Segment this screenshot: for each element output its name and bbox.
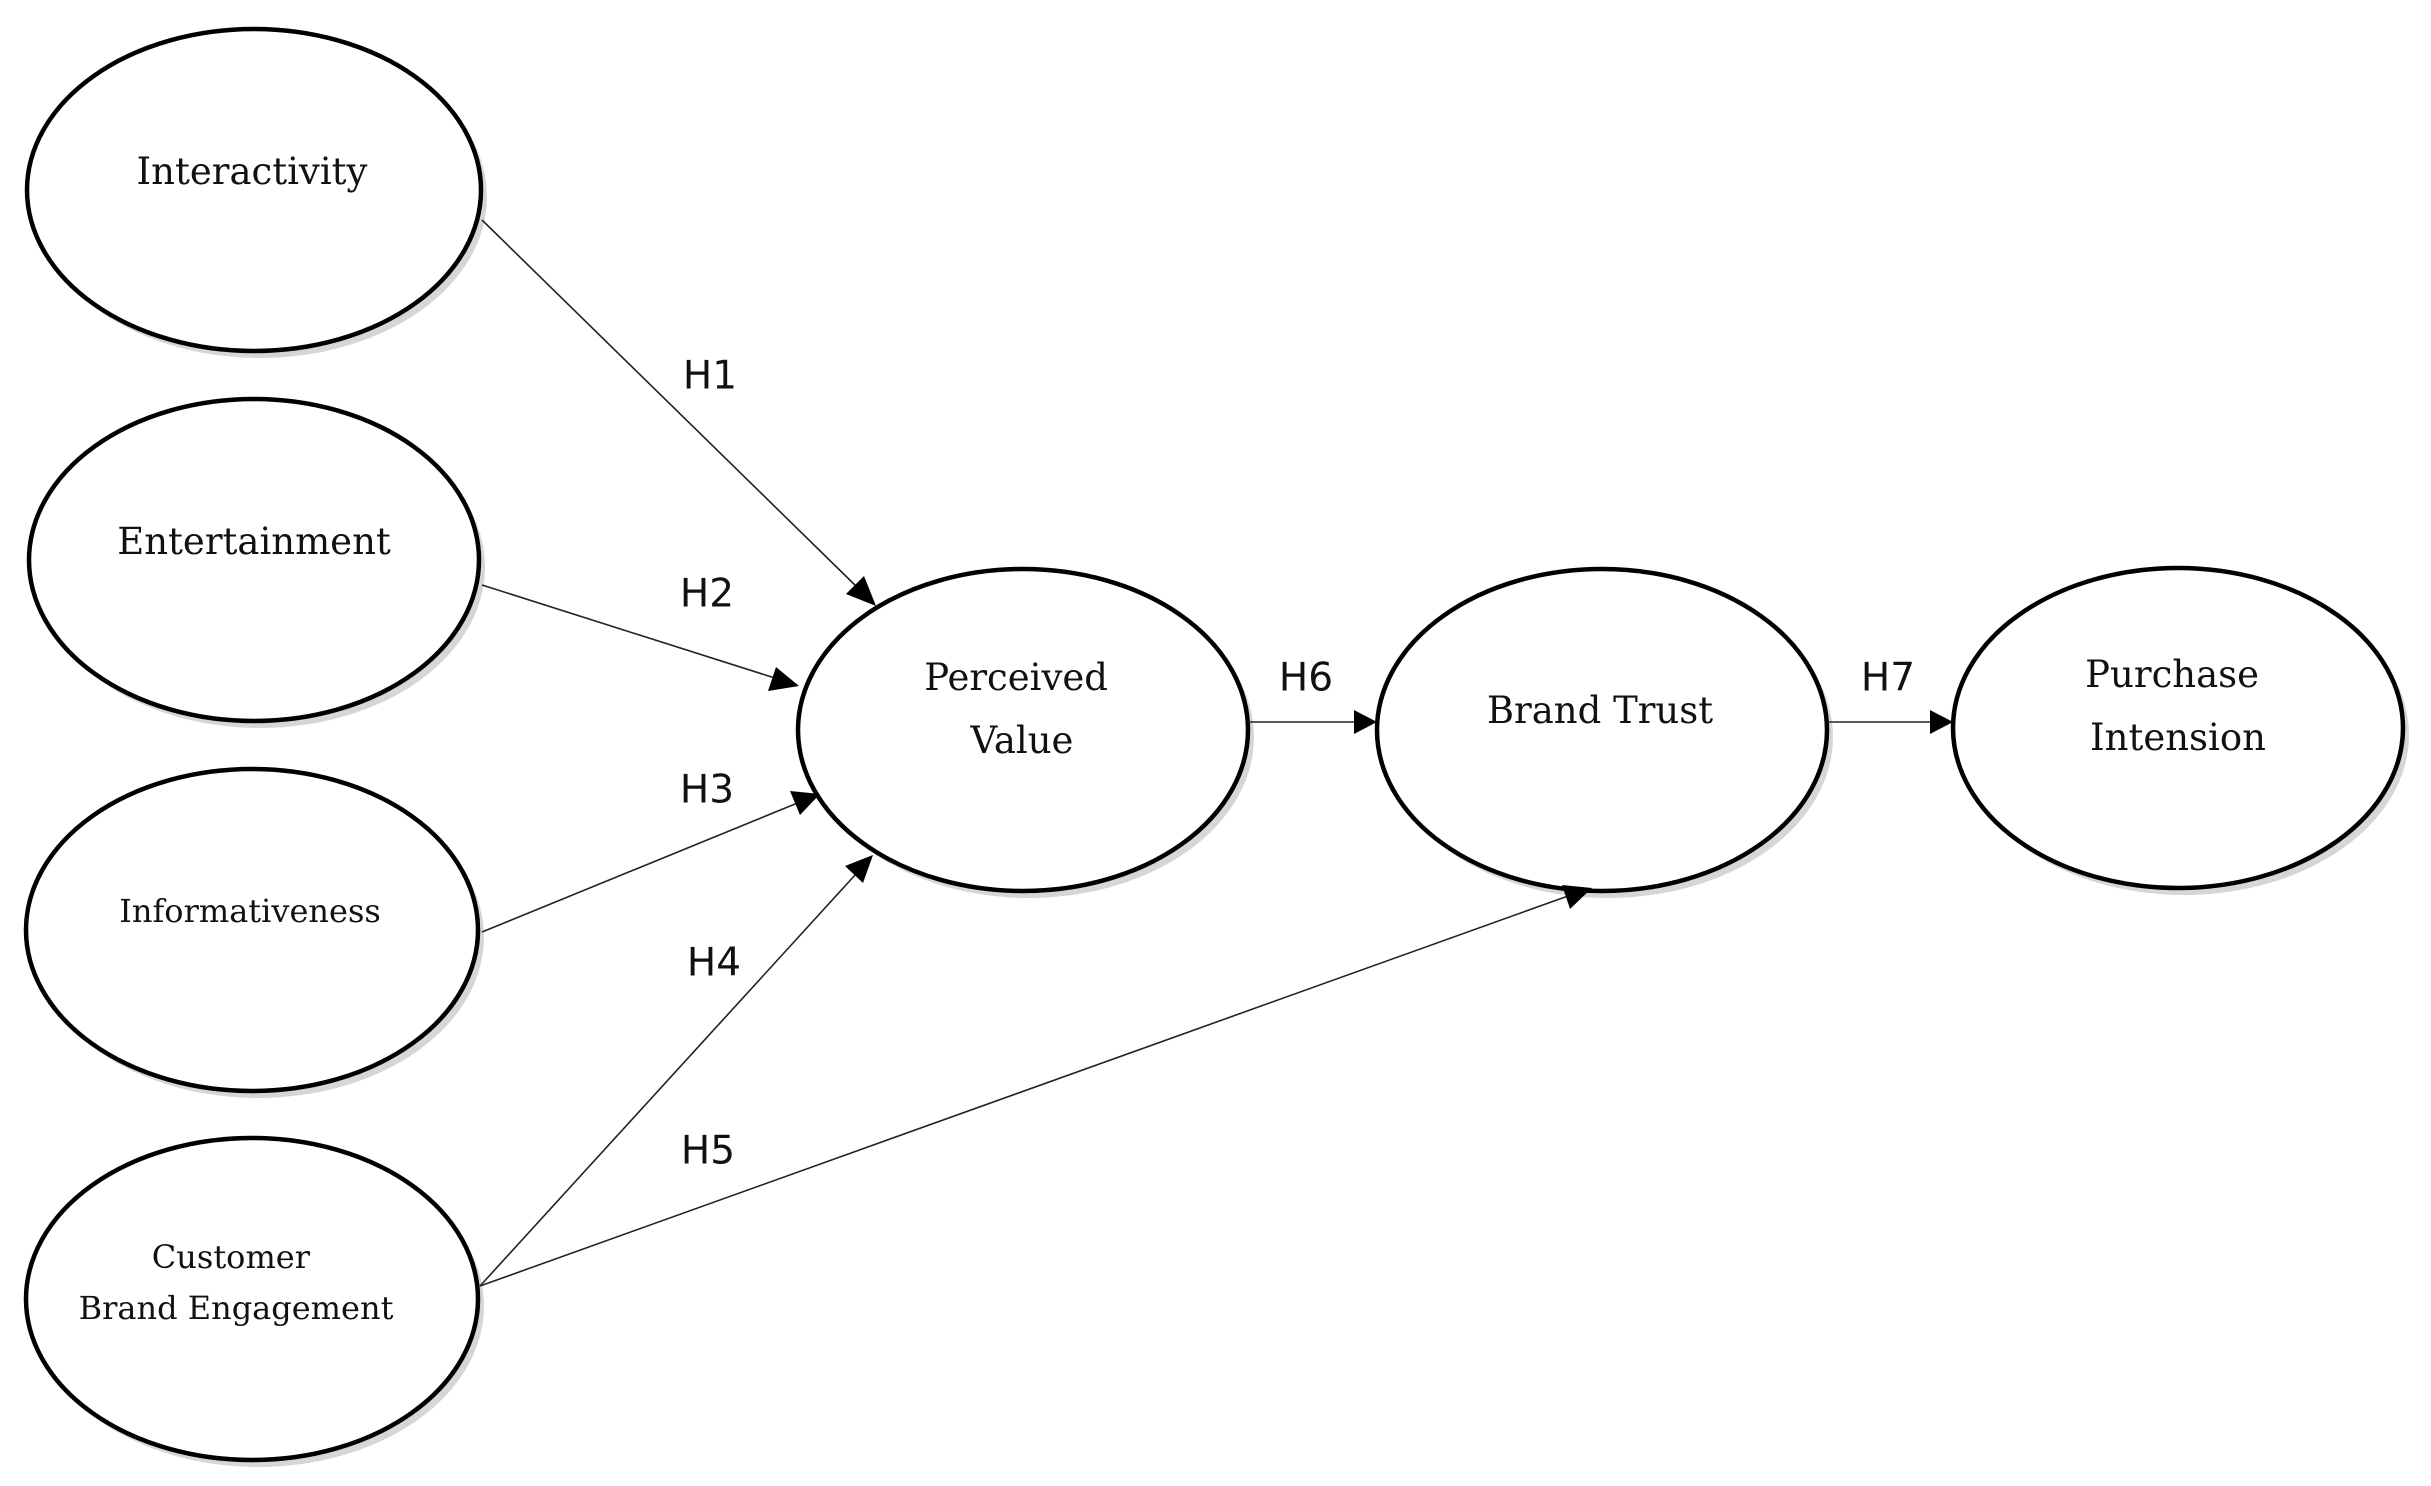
arrowhead-h2	[768, 667, 799, 691]
path-label-h7: H7	[1861, 656, 1915, 701]
node-customer-brand-engagement-line-2: Brand Engagement	[79, 1289, 394, 1327]
path-h5: H5	[479, 885, 1592, 1287]
node-interactivity-line-1: Interactivity	[137, 150, 368, 193]
arrowhead-h4	[845, 855, 873, 883]
node-entertainment-line-1: Entertainment	[117, 520, 391, 563]
path-label-h1: H1	[683, 354, 737, 399]
path-label-h2: H2	[680, 572, 734, 617]
node-brand-trust: Brand Trust	[1374, 566, 1833, 898]
node-purchase-intension-line-2: Intension	[2090, 716, 2266, 759]
node-perceived-value-line-1: Perceived	[924, 656, 1108, 699]
node-perceived-value-label: Perceived Value	[924, 656, 1120, 762]
node-entertainment: Entertainment	[26, 396, 485, 728]
node-customer-brand-engagement: Customer Brand Engagement	[23, 1135, 484, 1467]
node-brand-trust-line-1: Brand Trust	[1487, 689, 1713, 732]
node-informativeness-label: Informativeness	[119, 892, 381, 930]
path-label-h5: H5	[681, 1129, 735, 1174]
node-purchase-intension-label: Purchase Intension	[2085, 653, 2271, 759]
path-h4: H4	[479, 855, 873, 1287]
path-label-h6: H6	[1279, 656, 1333, 701]
path-label-h4: H4	[687, 941, 741, 986]
node-customer-brand-engagement-line-1: Customer	[152, 1238, 311, 1276]
path-h3: H3	[481, 768, 820, 933]
arrowhead-h5	[1562, 885, 1592, 909]
node-informativeness: Informativeness	[23, 766, 484, 1098]
node-brand-trust-label: Brand Trust	[1487, 689, 1713, 732]
node-interactivity: Interactivity	[24, 26, 487, 358]
node-entertainment-label: Entertainment	[117, 520, 391, 563]
node-perceived-value: Perceived Value	[795, 566, 1254, 898]
node-purchase-intension-line-1: Purchase	[2085, 653, 2259, 696]
arrowhead-h6	[1354, 710, 1377, 734]
path-h6: H6	[1248, 656, 1377, 734]
path-label-h3: H3	[680, 768, 734, 813]
path-h2: H2	[481, 572, 799, 691]
node-customer-brand-engagement-label: Customer Brand Engagement	[79, 1238, 394, 1327]
node-perceived-value-line-2: Value	[970, 719, 1074, 762]
node-interactivity-label: Interactivity	[137, 150, 368, 193]
node-purchase-intension: Purchase Intension	[1950, 565, 2409, 895]
path-h7: H7	[1827, 656, 1953, 734]
node-informativeness-line-1: Informativeness	[119, 892, 381, 930]
arrowhead-h3	[790, 791, 820, 815]
arrowhead-h1	[846, 576, 876, 606]
arrowhead-h7	[1930, 710, 1953, 734]
path-h1: H1	[481, 219, 876, 606]
